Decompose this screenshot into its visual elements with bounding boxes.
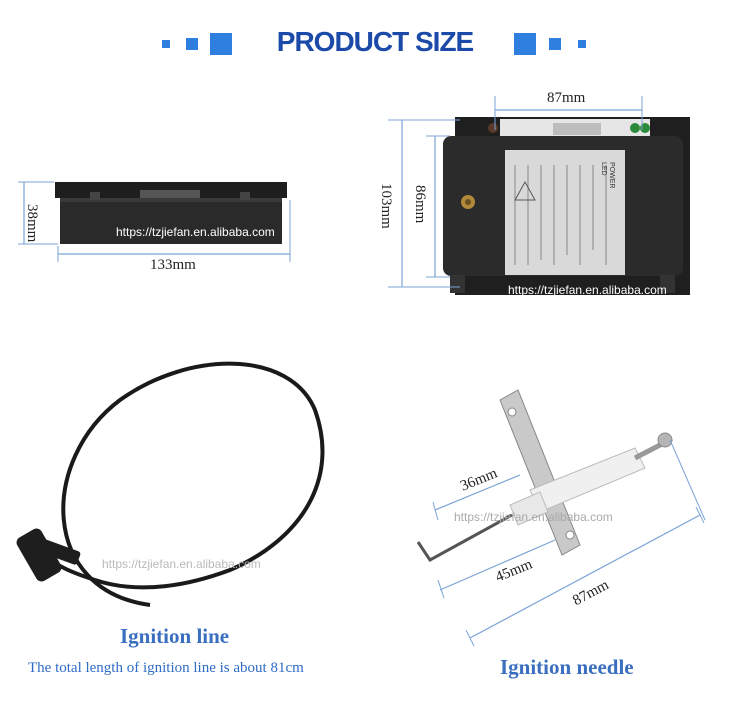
page-title: PRODUCT SIZE bbox=[276, 26, 474, 57]
top-view-figure: 87mm 103mm 86mm POWER LED https://tzjief… bbox=[378, 90, 710, 300]
ignition-cable bbox=[61, 361, 325, 607]
product-label bbox=[505, 150, 625, 275]
ignition-needle-drawing bbox=[416, 389, 706, 647]
header-square-large-left bbox=[210, 33, 232, 55]
top-inner-height-label: 86mm bbox=[412, 185, 428, 224]
header-square-small-left-1 bbox=[162, 40, 170, 48]
header-square-small-left-2 bbox=[186, 38, 198, 50]
ignition-line-drawing bbox=[16, 361, 325, 607]
ignition-needle-watermark: https://tzjiefan.en.alibaba.com bbox=[454, 510, 613, 524]
ignition-line-description: The total length of ignition line is abo… bbox=[28, 660, 304, 676]
electrode-rod bbox=[416, 513, 513, 562]
top-outer-height-label: 103mm bbox=[378, 183, 394, 229]
top-width-label: 87mm bbox=[547, 90, 586, 106]
side-view-figure: 38mm 133mm https://tzjiefan.en.alibaba.c… bbox=[0, 170, 320, 280]
device-body bbox=[60, 198, 282, 244]
ignition-line-title: Ignition line bbox=[120, 624, 230, 648]
label-led-text: LED bbox=[600, 162, 607, 176]
side-width-label: 133mm bbox=[150, 257, 196, 273]
top-view-drawing bbox=[388, 96, 690, 295]
ignition-needle-title: Ignition needle bbox=[500, 655, 634, 679]
label-power-text: POWER bbox=[608, 162, 615, 189]
ignition-needle-figure: 36mm 45mm 87mm https://tzjiefan.en.aliba… bbox=[400, 380, 730, 650]
cable-boot bbox=[16, 528, 62, 582]
side-view-watermark: https://tzjiefan.en.alibaba.com bbox=[116, 225, 275, 239]
top-view-watermark: https://tzjiefan.en.alibaba.com bbox=[508, 283, 667, 297]
ignition-line-watermark: https://tzjiefan.en.alibaba.com bbox=[102, 557, 261, 571]
ignition-line-figure: https://tzjiefan.en.alibaba.com Ignition… bbox=[0, 340, 360, 648]
header-square-small-right-1 bbox=[549, 38, 561, 50]
side-view-drawing bbox=[18, 181, 291, 262]
terminal-strip bbox=[140, 190, 200, 198]
header-square-large-right bbox=[514, 33, 536, 55]
header-square-small-right-2 bbox=[578, 40, 586, 48]
side-height-label: 38mm bbox=[24, 204, 40, 243]
